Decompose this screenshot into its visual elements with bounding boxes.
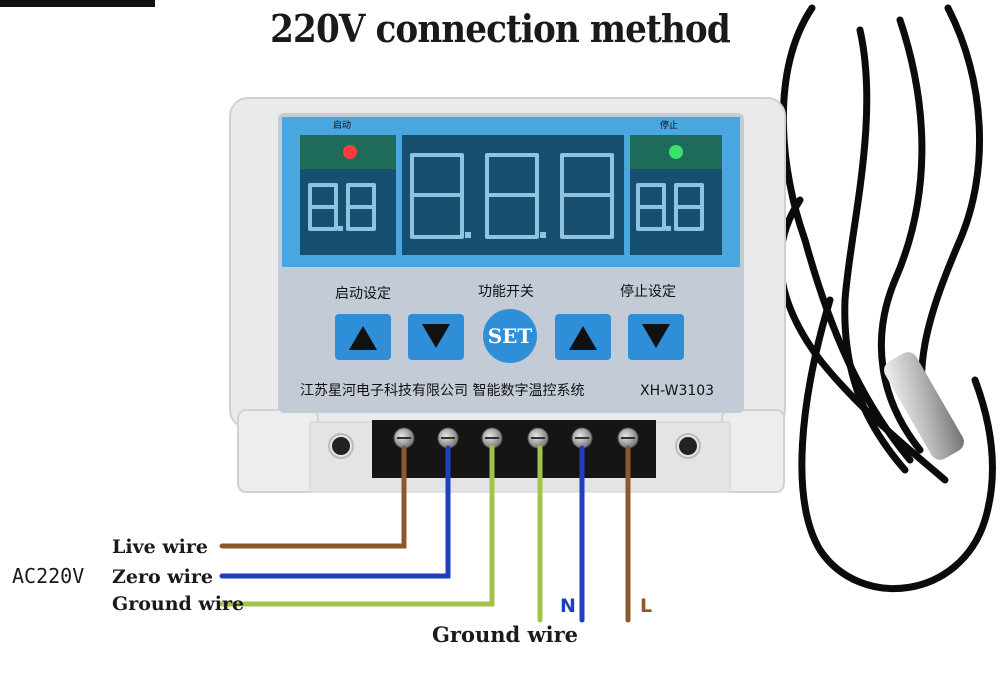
start-up-button[interactable]: [335, 314, 391, 360]
set-button[interactable]: SET: [483, 309, 537, 363]
start-setting-label: 启动设定: [335, 286, 391, 302]
l-label: L: [640, 595, 652, 617]
ground-wire-line: [219, 445, 495, 607]
terminal-block: [372, 420, 656, 478]
ground-wire-label: Ground wire: [112, 593, 244, 615]
model-label: XH-W3103: [640, 383, 714, 399]
temperature-probe: [884, 352, 964, 460]
indicator-stop-label: 停止: [660, 119, 678, 131]
zero-wire-label: Zero wire: [112, 566, 213, 588]
stop-setting-label: 停止设定: [620, 283, 676, 300]
live-wire-label: Live wire: [112, 536, 208, 558]
company-label: 江苏星河电子科技有限公司 智能数字温控系统: [300, 383, 584, 399]
start-down-button[interactable]: [408, 314, 464, 360]
set-button-label: SET: [488, 324, 533, 348]
top-bar: [0, 0, 155, 7]
page-title: 220V connection method: [270, 6, 731, 51]
function-switch-label: 功能开关: [478, 284, 534, 300]
probe-cable: [777, 4, 996, 593]
ac220v-label: AC220V: [12, 564, 84, 588]
stop-down-button[interactable]: [628, 314, 684, 360]
n-label: N: [560, 595, 576, 617]
ground-wire-bottom-label: Ground wire: [432, 622, 578, 647]
live-wire-line: [219, 445, 407, 549]
stop-up-button[interactable]: [555, 314, 611, 360]
wires: [219, 445, 631, 623]
thermostat-device: 启动 停止 启动设定 功能开关 停止设定: [229, 97, 786, 493]
indicator-start-label: 启动: [333, 119, 351, 131]
zero-wire-line: [219, 445, 451, 579]
